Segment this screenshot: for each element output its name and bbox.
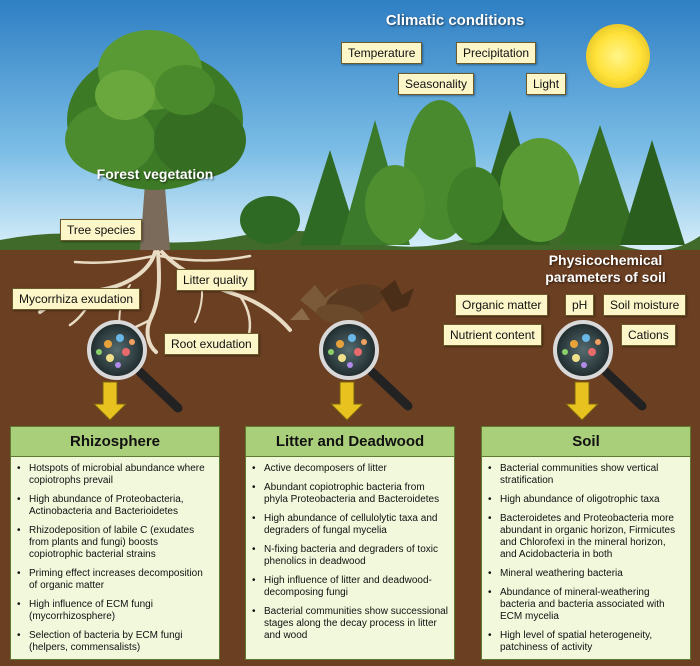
arrow-down-icon [329, 381, 365, 421]
panel-title: Rhizosphere [11, 427, 219, 457]
panel-list: Hotspots of microbial abundance where co… [11, 457, 219, 654]
list-item: Hotspots of microbial abundance where co… [17, 463, 213, 487]
arrow-down-icon [564, 381, 600, 421]
list-item: Rhizodeposition of labile C (exudates fr… [17, 525, 213, 561]
magnifier-icon [319, 320, 413, 411]
light-label: Light [526, 73, 567, 95]
rhizosphere-panel: Rhizosphere Hotspots of microbial abunda… [10, 426, 220, 660]
physicochemical-heading: Physicochemical parameters of soil [545, 252, 666, 285]
precipitation-label: Precipitation [456, 42, 537, 64]
list-item: Bacterial communities show successional … [252, 606, 448, 642]
list-item: Active decomposers of litter [252, 463, 448, 475]
mycorrhiza-exudation-label: Mycorrhiza exudation [12, 288, 141, 310]
list-item: High influence of litter and deadwood-de… [252, 575, 448, 599]
list-item: Mineral weathering bacteria [488, 568, 684, 580]
litter-quality-label: Litter quality [176, 269, 255, 291]
seasonality-label: Seasonality [398, 73, 475, 95]
list-item: N-fixing bacteria and degraders of toxic… [252, 544, 448, 568]
list-item: High abundance of oligotrophic taxa [488, 494, 684, 506]
panel-list: Active decomposers of litter Abundant co… [246, 457, 454, 642]
list-item: Priming effect increases decomposition o… [17, 568, 213, 592]
list-item: High level of spatial heterogeneity, pat… [488, 630, 684, 654]
forest-trees [240, 100, 685, 245]
list-item: High influence of ECM fungi (mycorrhizos… [17, 599, 213, 623]
list-item: Abundant copiotrophic bacteria from phyl… [252, 482, 448, 506]
temperature-label: Temperature [341, 42, 423, 64]
tree-species-label: Tree species [60, 219, 143, 241]
soil-panel: Soil Bacterial communities show vertical… [481, 426, 691, 660]
list-item: Abundance of mineral-weathering bacteria… [488, 587, 684, 623]
climatic-conditions-heading: Climatic conditions [385, 12, 525, 29]
leaf-litter-icon [290, 280, 414, 326]
magnifier-icon [553, 320, 647, 411]
root-exudation-label: Root exudation [164, 333, 259, 355]
soil-moisture-label: Soil moisture [603, 294, 687, 316]
list-item: High abundance of Proteobacteria, Actino… [17, 494, 213, 518]
panel-title: Soil [482, 427, 690, 457]
magnifier-icon [87, 320, 183, 413]
ph-label: pH [565, 294, 595, 316]
list-item: Bacterial communities show vertical stra… [488, 463, 684, 487]
panel-list: Bacterial communities show vertical stra… [482, 457, 690, 654]
forest-vegetation-heading: Forest vegetation [96, 166, 214, 182]
sun-icon [586, 24, 650, 88]
list-item: Selection of bacteria by ECM fungi (help… [17, 630, 213, 654]
litter-deadwood-panel: Litter and Deadwood Active decomposers o… [245, 426, 455, 660]
deciduous-tree-icon [65, 30, 246, 250]
nutrient-content-label: Nutrient content [443, 324, 542, 346]
cations-label: Cations [621, 324, 676, 346]
list-item: Bacteroidetes and Proteobacteria more ab… [488, 513, 684, 561]
arrow-down-icon [92, 381, 128, 421]
list-item: High abundance of cellulolytic taxa and … [252, 513, 448, 537]
organic-matter-label: Organic matter [455, 294, 549, 316]
panel-title: Litter and Deadwood [246, 427, 454, 457]
